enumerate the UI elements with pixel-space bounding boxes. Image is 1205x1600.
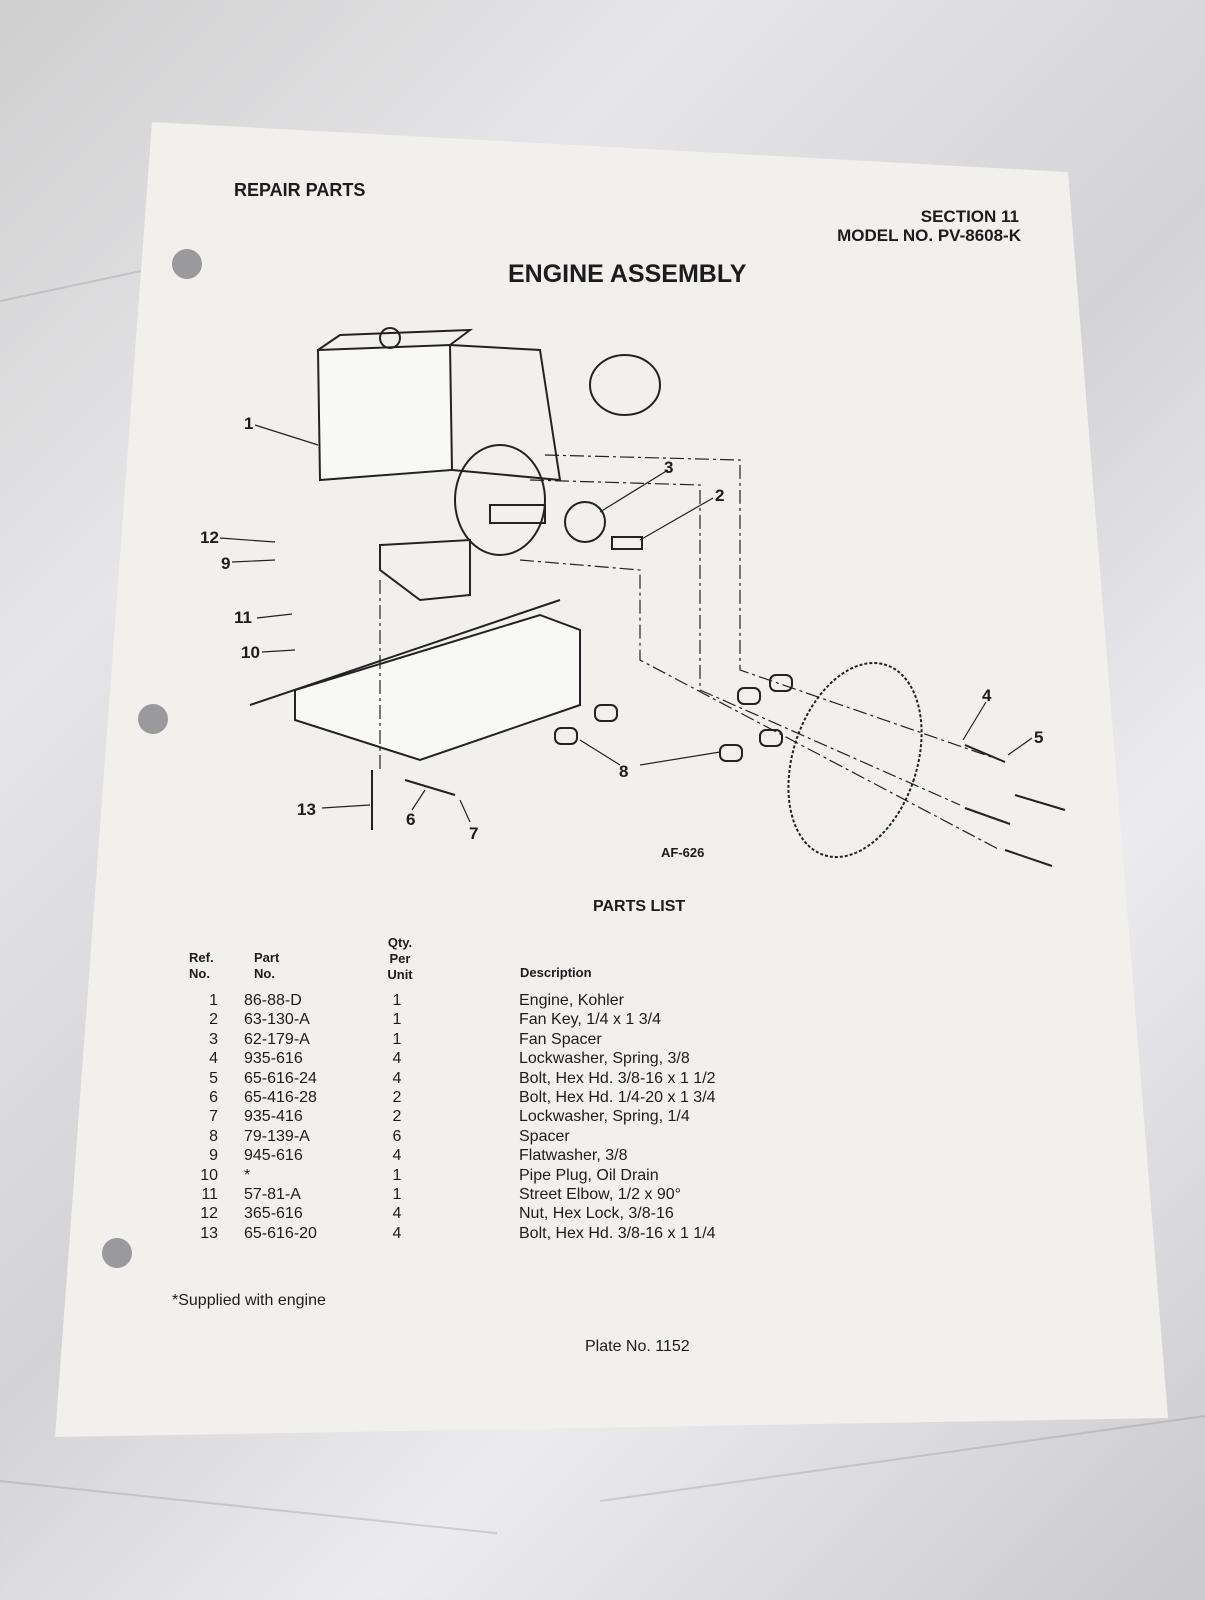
parts-row-desc: Bolt, Hex Hd. 3/8-16 x 1 1/4 xyxy=(519,1224,716,1242)
parts-row-qty: 4 xyxy=(392,1050,402,1068)
parts-row-qty: 1 xyxy=(392,1166,402,1184)
parts-row-part: 63-130-A xyxy=(244,1011,310,1029)
parts-row-part: 65-616-24 xyxy=(244,1069,317,1087)
parts-row-desc: Fan Spacer xyxy=(519,1030,602,1048)
parts-row-desc: Bolt, Hex Hd. 3/8-16 x 1 1/2 xyxy=(519,1069,716,1087)
parts-row-desc: Engine, Kohler xyxy=(519,992,624,1009)
header-qty: Qty. Per Unit xyxy=(387,935,413,982)
page-title: ENGINE ASSEMBLY xyxy=(508,260,747,288)
parts-row-part: 935-416 xyxy=(244,1108,303,1126)
parts-row-ref: 2 xyxy=(209,1011,218,1029)
parts-row-desc: Lockwasher, Spring, 1/4 xyxy=(519,1108,690,1126)
parts-row-qty: 2 xyxy=(392,1108,402,1126)
parts-row-desc: Street Elbow, 1/2 x 90° xyxy=(519,1186,682,1204)
footnote: *Supplied with engine xyxy=(172,1292,326,1309)
parts-row-qty: 4 xyxy=(392,1224,402,1242)
parts-row-desc: Lockwasher, Spring, 3/8 xyxy=(519,1050,690,1068)
parts-row-qty: 1 xyxy=(392,1011,402,1029)
parts-row-ref: 8 xyxy=(209,1127,218,1145)
parts-row-ref: 1 xyxy=(209,992,218,1009)
parts-row-ref: 9 xyxy=(209,1147,218,1165)
callout-10: 10 xyxy=(241,643,260,662)
engine-drawing xyxy=(316,327,661,602)
header-model: MODEL NO. PV-8608-K xyxy=(837,226,1021,245)
punch-hole xyxy=(138,704,168,734)
parts-row-part: 86-88-D xyxy=(244,992,302,1009)
callout-11: 11 xyxy=(234,608,252,627)
header-ref-no: Ref. No. xyxy=(189,950,214,981)
parts-row-ref: 7 xyxy=(209,1108,218,1126)
parts-row-qty: 6 xyxy=(392,1127,402,1145)
leader-lines xyxy=(219,424,1033,823)
parts-row-part: 935-616 xyxy=(244,1050,303,1068)
parts-row-desc: Flatwasher, 3/8 xyxy=(519,1147,628,1165)
parts-row-part: 79-139-A xyxy=(244,1127,310,1145)
header-repair-parts: REPAIR PARTS xyxy=(234,180,366,200)
parts-row-ref: 4 xyxy=(209,1050,218,1068)
parts-row-desc: Nut, Hex Lock, 3/8-16 xyxy=(519,1205,674,1223)
parts-row-part: 62-179-A xyxy=(244,1030,310,1048)
dash-lines xyxy=(379,454,1001,851)
parts-row-qty: 4 xyxy=(392,1147,402,1165)
parts-row-ref: 5 xyxy=(209,1069,218,1087)
parts-row-qty: 1 xyxy=(392,1186,402,1204)
punch-hole xyxy=(172,249,202,279)
parts-row-ref: 12 xyxy=(200,1205,218,1223)
parts-row-part: * xyxy=(244,1166,251,1184)
header-description: Description xyxy=(520,965,592,980)
diagram-code: AF-626 xyxy=(661,845,705,860)
callout-6: 6 xyxy=(406,810,416,829)
parts-row-part: 65-616-20 xyxy=(244,1224,317,1242)
bolts xyxy=(371,744,1066,867)
callout-5: 5 xyxy=(1034,728,1044,747)
callout-13: 13 xyxy=(297,800,316,819)
parts-row-ref: 3 xyxy=(209,1030,218,1048)
parts-row-qty: 4 xyxy=(392,1069,402,1087)
callout-12: 12 xyxy=(200,528,219,547)
callout-4: 4 xyxy=(982,686,992,705)
fan-plate xyxy=(787,661,923,859)
plate-number: Plate No. 1152 xyxy=(585,1338,690,1355)
parts-row-qty: 1 xyxy=(392,1030,402,1048)
parts-row-ref: 13 xyxy=(200,1224,218,1242)
punch-hole xyxy=(102,1238,132,1268)
parts-row-desc: Fan Key, 1/4 x 1 3/4 xyxy=(519,1011,662,1029)
callout-7: 7 xyxy=(469,824,479,843)
parts-row-ref: 11 xyxy=(201,1186,218,1204)
parts-row-qty: 4 xyxy=(392,1205,402,1223)
parts-row-part: 65-416-28 xyxy=(244,1089,317,1107)
parts-row-part: 945-616 xyxy=(244,1147,303,1165)
callout-1: 1 xyxy=(244,414,254,433)
parts-row-ref: 10 xyxy=(200,1166,218,1184)
parts-row-qty: 2 xyxy=(392,1089,402,1107)
parts-row-desc: Spacer xyxy=(519,1127,570,1145)
spacers xyxy=(554,674,793,762)
parts-row-desc: Bolt, Hex Hd. 1/4-20 x 1 3/4 xyxy=(519,1089,716,1107)
frame-drawing xyxy=(249,501,643,762)
parts-row-part: 365-616 xyxy=(244,1205,303,1223)
parts-row-qty: 1 xyxy=(392,992,402,1009)
header-section: SECTION 11 xyxy=(920,207,1019,226)
callout-2: 2 xyxy=(715,486,725,505)
parts-row-part: 57-81-A xyxy=(244,1186,301,1204)
header-part-no: Part No. xyxy=(254,950,280,981)
parts-row-desc: Pipe Plug, Oil Drain xyxy=(519,1166,659,1184)
callout-9: 9 xyxy=(221,554,231,573)
callout-8: 8 xyxy=(619,762,629,781)
parts-row-ref: 6 xyxy=(209,1089,218,1107)
callout-3: 3 xyxy=(664,458,674,477)
parts-list-title: PARTS LIST xyxy=(593,898,686,915)
